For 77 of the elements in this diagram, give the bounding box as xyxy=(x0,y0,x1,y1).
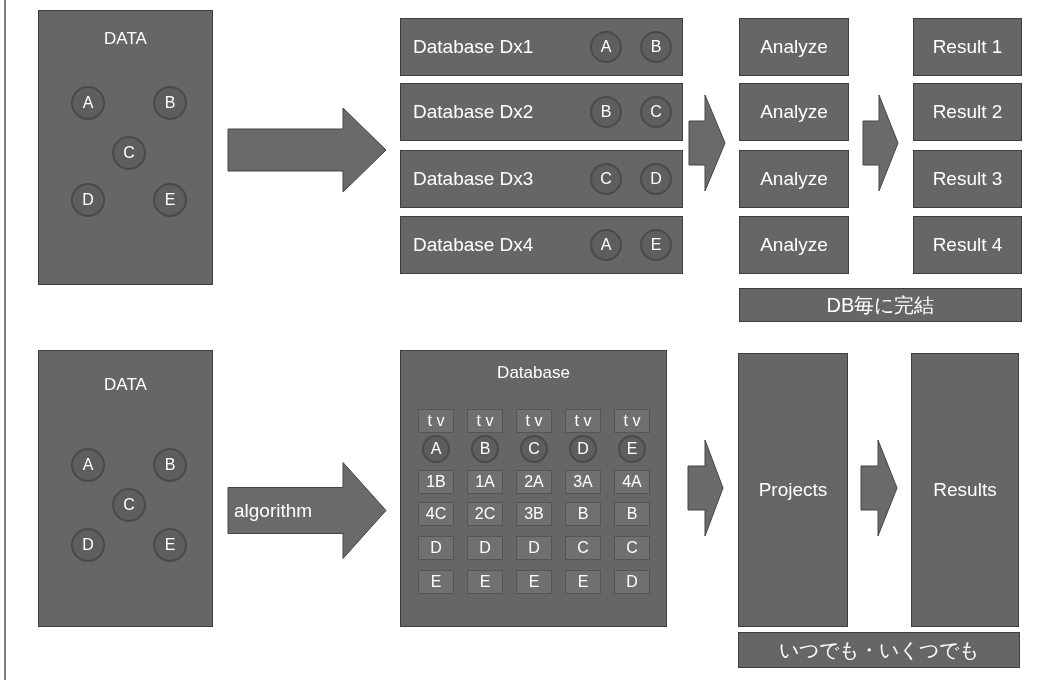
entry-box: t v xyxy=(418,409,454,433)
entry-box: 4A xyxy=(614,470,650,494)
item-circle: E xyxy=(640,229,672,261)
process-box: Analyze xyxy=(739,83,849,141)
entry-box: 2A xyxy=(516,470,552,494)
item-circle: E xyxy=(618,435,646,463)
entry-box: 2C xyxy=(467,502,503,526)
database-bar: Database Dx4 A E xyxy=(400,216,683,274)
panel-title: Database xyxy=(496,363,571,383)
item-circle: D xyxy=(640,163,672,195)
entry-box: D xyxy=(418,536,454,560)
process-box: Analyze xyxy=(739,216,849,274)
block-arrow xyxy=(227,107,387,193)
entry-box: 1A xyxy=(467,470,503,494)
panel-title: DATA xyxy=(103,375,148,395)
entry-box: t v xyxy=(565,409,601,433)
entry-box: C xyxy=(565,536,601,560)
entry-box: D xyxy=(467,536,503,560)
block-arrow xyxy=(862,94,899,192)
entry-box: B xyxy=(565,502,601,526)
entry-box: 4C xyxy=(418,502,454,526)
entry-box: E xyxy=(467,570,503,594)
item-circle: B xyxy=(153,86,187,120)
entry-box: t v xyxy=(467,409,503,433)
entry-box: C xyxy=(614,536,650,560)
item-circle: B xyxy=(153,448,187,482)
entry-box: E xyxy=(565,570,601,594)
data-panel xyxy=(38,10,213,285)
item-circle: B xyxy=(471,435,499,463)
note-band: DB毎に完結 xyxy=(739,288,1022,322)
entry-box: 3B xyxy=(516,502,552,526)
block-arrow xyxy=(688,94,726,192)
block-arrow xyxy=(860,439,898,537)
item-circle: B xyxy=(590,96,622,128)
process-box: Analyze xyxy=(739,18,849,76)
result-box: Result 4 xyxy=(913,216,1022,274)
item-circle: B xyxy=(640,31,672,63)
entry-box: t v xyxy=(614,409,650,433)
entry-box: D xyxy=(614,570,650,594)
note-band: いつでも・いくつでも xyxy=(738,632,1020,668)
entry-box: E xyxy=(516,570,552,594)
entry-box: 1B xyxy=(418,470,454,494)
item-circle: E xyxy=(153,528,187,562)
item-circle: A xyxy=(71,86,105,120)
item-circle: C xyxy=(640,96,672,128)
database-bar: Database Dx1 A B xyxy=(400,18,683,76)
item-circle: C xyxy=(112,488,146,522)
item-circle: D xyxy=(569,435,597,463)
result-box: Result 2 xyxy=(913,83,1022,141)
projects-box: Projects xyxy=(738,353,848,627)
database-bar: Database Dx2 B C xyxy=(400,83,683,141)
item-circle: A xyxy=(590,229,622,261)
block-arrow xyxy=(227,462,387,559)
entry-box: B xyxy=(614,502,650,526)
entry-box: D xyxy=(516,536,552,560)
edge-label: algorithm xyxy=(234,499,313,522)
process-box: Analyze xyxy=(739,150,849,208)
item-circle: A xyxy=(590,31,622,63)
results-box: Results xyxy=(911,353,1019,627)
item-circle: E xyxy=(153,183,187,217)
database-bar: Database Dx3 C D xyxy=(400,150,683,208)
entry-box: E xyxy=(418,570,454,594)
block-arrow xyxy=(687,439,724,537)
item-circle: C xyxy=(520,435,548,463)
item-circle: A xyxy=(71,448,105,482)
item-circle: A xyxy=(422,435,450,463)
item-circle: C xyxy=(112,136,146,170)
entry-box: t v xyxy=(516,409,552,433)
item-circle: D xyxy=(71,183,105,217)
database-panel xyxy=(400,350,667,627)
item-circle: C xyxy=(590,163,622,195)
result-box: Result 3 xyxy=(913,150,1022,208)
entry-box: 3A xyxy=(565,470,601,494)
result-box: Result 1 xyxy=(913,18,1022,76)
data-panel xyxy=(38,350,213,627)
item-circle: D xyxy=(71,528,105,562)
panel-title: DATA xyxy=(103,29,148,49)
